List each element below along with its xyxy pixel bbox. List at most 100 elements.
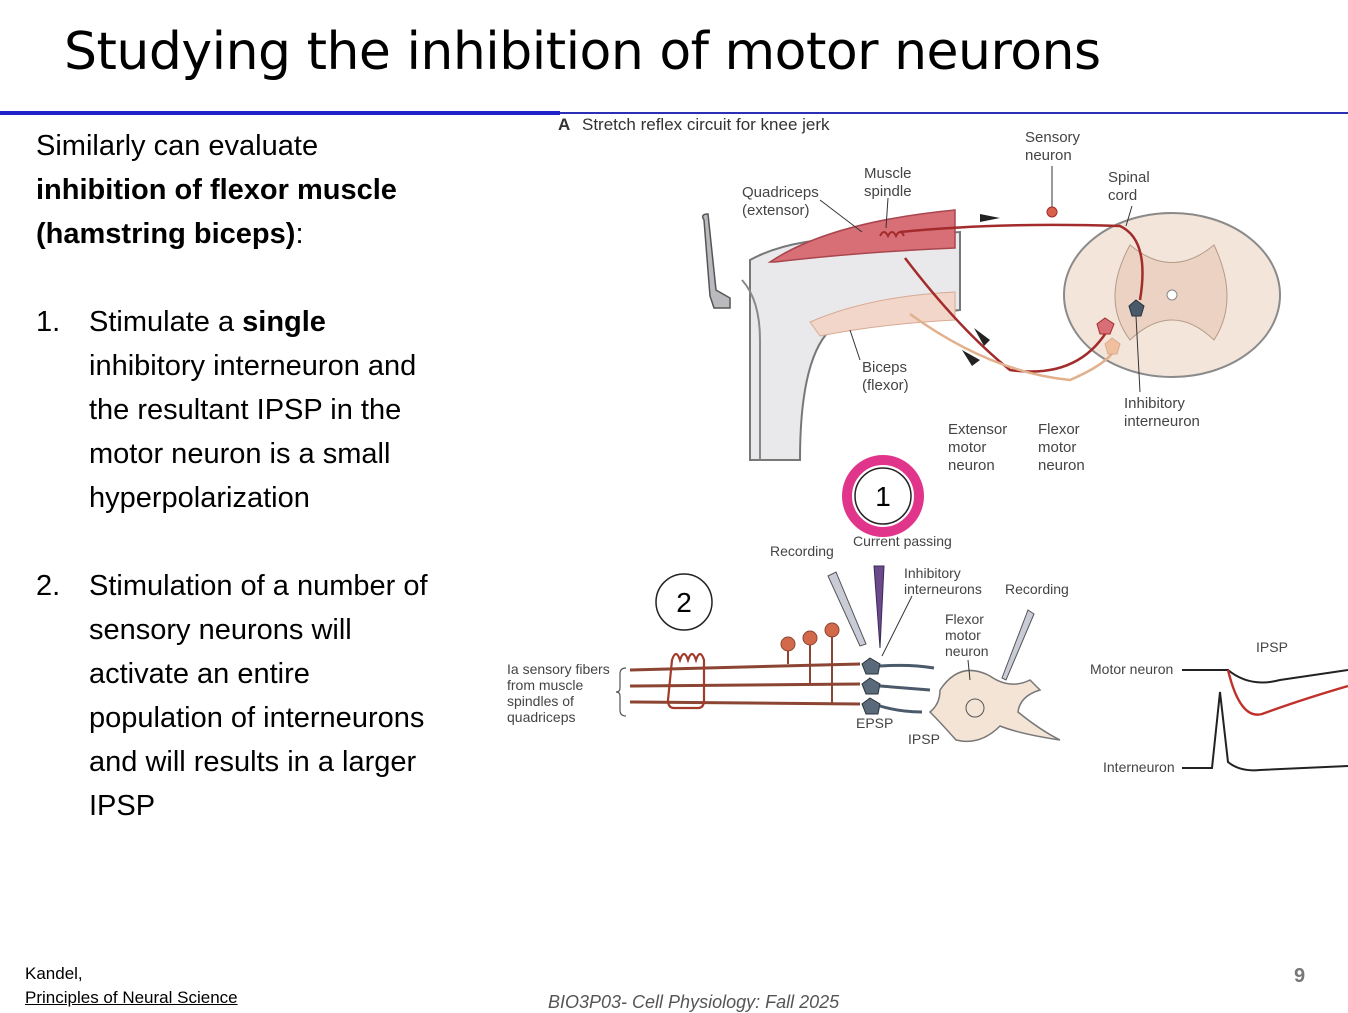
label-flexor-motor-neuron: Flexor <box>1038 421 1080 438</box>
title-underline <box>0 112 1348 114</box>
motor-neuron-ipsp-trace <box>1226 669 1348 716</box>
leader-line <box>1135 315 1141 393</box>
panel-a-title: Stretch reflex circuit for knee jerk <box>582 115 830 134</box>
label-flexor-motor-neuron-2: motor <box>1038 439 1076 456</box>
label-biceps-2: (flexor) <box>862 377 909 394</box>
label-flexor-motor-neuron: Flexor <box>945 611 984 627</box>
extensor-motor-pathway <box>904 257 1112 373</box>
label-inhibitory-interneurons: Inhibitory <box>904 565 961 581</box>
label-current-passing: Current passing <box>853 533 952 549</box>
label-biceps: Biceps <box>862 359 907 376</box>
label-spinal-cord-2: cord <box>1108 187 1137 204</box>
marker-2-label: 2 <box>676 587 692 618</box>
trace-label-interneuron: Interneuron <box>1103 759 1175 775</box>
leader-line <box>885 197 889 229</box>
marker-2: 2 <box>655 573 713 631</box>
label-flexor-motor-neuron-3: neuron <box>945 643 989 659</box>
label-recording-left: Recording <box>770 543 834 559</box>
figure-b-recording-setup: Recording Current passing Inhibitory int… <box>507 533 1348 775</box>
flexor-motor-neuron-cell <box>928 669 1061 743</box>
label-quadriceps: Quadriceps <box>742 184 819 201</box>
steps-list: 1. Stimulate a single inhibitory interne… <box>36 300 436 828</box>
flexor-motor-neuron-cell <box>1104 337 1121 355</box>
flexor-motor-pathway <box>909 312 1117 382</box>
label-muscle-spindle-2: spindle <box>864 183 912 200</box>
slide-title: Studying the inhibition of motor neurons <box>64 22 1101 82</box>
interneuron-trace <box>1182 691 1348 772</box>
label-sensory-neuron: Sensory <box>1025 129 1081 146</box>
step-item-1: 1. Stimulate a single inhibitory interne… <box>36 300 436 520</box>
panel-a-label: A <box>558 115 570 134</box>
leader-line <box>967 659 971 681</box>
recording-electrode-left <box>827 571 867 647</box>
label-spinal-cord: Spinal <box>1108 169 1150 186</box>
label-muscle-spindle: Muscle <box>864 165 912 182</box>
label-ia-fibers-4: quadriceps <box>507 709 576 725</box>
reference-link[interactable]: Principles of Neural Science <box>25 988 238 1007</box>
trace-label-ipsp: IPSP <box>1256 639 1288 655</box>
label-ia-fibers-2: from muscle <box>507 677 583 693</box>
label-quadriceps-2: (extensor) <box>742 202 810 219</box>
marker-1-label: 1 <box>875 481 891 512</box>
leader-line <box>881 595 913 657</box>
ia-fibers-bracket <box>615 667 627 717</box>
sensory-cell-body <box>824 622 840 638</box>
sensory-neuron-body <box>1046 206 1058 218</box>
marker-1: 1 <box>842 455 924 537</box>
motor-neuron-nucleus <box>965 698 985 718</box>
trace-label-motor-neuron: Motor neuron <box>1090 661 1173 677</box>
intro-colon: : <box>295 218 304 250</box>
intro-text: Similarly can evaluate inhibition of fle… <box>36 124 436 256</box>
label-ia-fibers-3: spindles of <box>507 693 574 709</box>
knee-joint <box>741 279 761 460</box>
spinal-cord <box>1063 212 1281 378</box>
footer-course: BIO3P03- Cell Physiology: Fall 2025 <box>548 992 840 1012</box>
step-text: Stimulate a <box>89 306 243 338</box>
step-text: Stimulation of a number of sensory neuro… <box>89 570 428 822</box>
label-flexor-motor-neuron-3: neuron <box>1038 457 1085 474</box>
sensory-pathway <box>899 223 1144 301</box>
step-number: 1. <box>36 306 61 338</box>
body-text: Similarly can evaluate inhibition of fle… <box>36 124 436 872</box>
leader-line <box>849 329 861 361</box>
direction-arrow <box>962 350 980 366</box>
step-bold: single <box>242 306 326 338</box>
label-inhibitory-interneuron-2: interneuron <box>1124 413 1200 430</box>
inhibitory-interneurons <box>861 657 881 715</box>
label-ia-fibers: Ia sensory fibers <box>507 661 610 677</box>
current-passing-electrode <box>873 565 885 649</box>
step-text-cont: inhibitory interneuron and the resultant… <box>89 350 417 514</box>
label-flexor-motor-neuron-2: motor <box>945 627 981 643</box>
biceps-muscle <box>809 291 956 337</box>
reference-author: Kandel, <box>25 964 83 983</box>
sensory-cell-body <box>780 636 796 652</box>
label-epsp: EPSP <box>856 715 893 731</box>
page-number: 9 <box>1294 965 1306 987</box>
recording-electrode-right <box>1001 609 1035 681</box>
step-number: 2. <box>36 570 61 602</box>
intro-bold: inhibition of flexor muscle (hamstring b… <box>36 174 397 250</box>
label-inhibitory-interneurons-2: interneurons <box>904 581 982 597</box>
intro-line: Similarly can evaluate <box>36 130 319 162</box>
motor-neuron-trace-baseline <box>1182 669 1348 684</box>
title-underline-accent <box>0 111 560 115</box>
sensory-fibers <box>629 662 861 706</box>
reference: Kandel, Principles of Neural Science <box>25 962 238 1010</box>
label-inhibitory-interneuron: Inhibitory <box>1124 395 1185 412</box>
extensor-motor-neuron-cell <box>1096 317 1115 335</box>
figure-a-stretch-reflex: A Stretch reflex circuit for knee jerk S… <box>558 115 1281 474</box>
direction-arrow <box>974 328 990 346</box>
leader-line <box>819 199 863 233</box>
reflex-hammer <box>701 213 731 309</box>
sensory-cell-body <box>802 630 818 646</box>
label-sensory-neuron-2: neuron <box>1025 147 1072 164</box>
label-ipsp: IPSP <box>908 731 940 747</box>
leader-line <box>1125 205 1133 227</box>
label-extensor-motor-neuron-3: neuron <box>948 457 995 474</box>
direction-arrow <box>980 214 1000 222</box>
label-extensor-motor-neuron-2: motor <box>948 439 986 456</box>
step-item-2: 2. Stimulation of a number of sensory ne… <box>36 564 436 828</box>
label-recording-right: Recording <box>1005 581 1069 597</box>
interneuron-axons <box>879 663 935 714</box>
label-extensor-motor-neuron: Extensor <box>948 421 1007 438</box>
